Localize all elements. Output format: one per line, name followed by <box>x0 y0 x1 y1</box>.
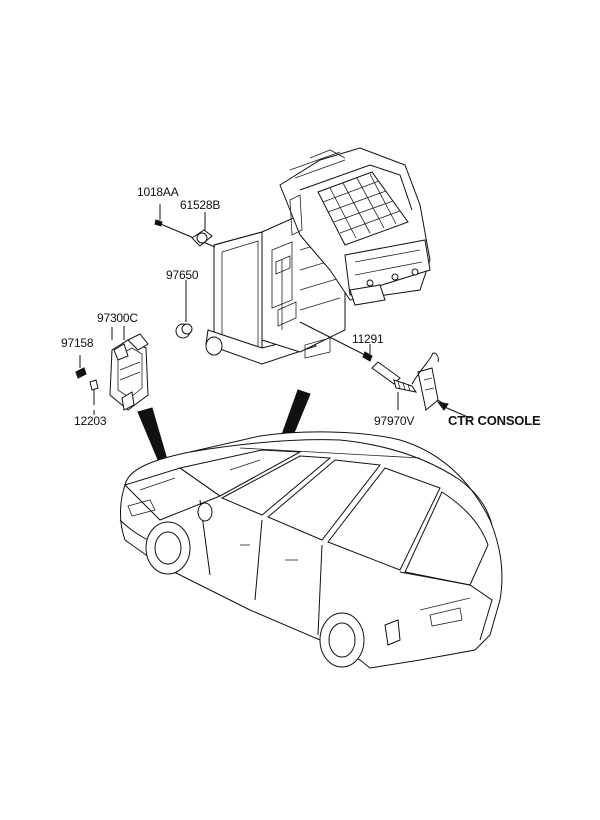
part-97158-clip <box>75 355 87 379</box>
part-12203-screw <box>89 379 99 405</box>
part-11291-screw <box>299 321 373 362</box>
part-97650-bushing <box>175 280 193 339</box>
part-97300C-module <box>109 326 149 411</box>
label-11291: 11291 <box>352 332 384 346</box>
label-1018AA: 1018AA <box>137 185 179 199</box>
hvac-unit <box>205 147 431 365</box>
label-97970V: 97970V <box>374 414 415 428</box>
label-61528B: 61528B <box>180 198 221 212</box>
ctr-console-arrow <box>436 401 471 419</box>
label-97158: 97158 <box>61 336 94 350</box>
label-97650: 97650 <box>166 268 199 282</box>
part-1018AA-screw <box>154 204 216 248</box>
part-97970V-sensor <box>371 352 445 411</box>
label-ctr-console: CTR CONSOLE <box>448 413 541 428</box>
part-61528B-grommet <box>191 212 213 247</box>
label-12203: 12203 <box>74 414 107 428</box>
minivan-illustration <box>119 431 503 669</box>
label-97300C: 97300C <box>97 311 138 325</box>
